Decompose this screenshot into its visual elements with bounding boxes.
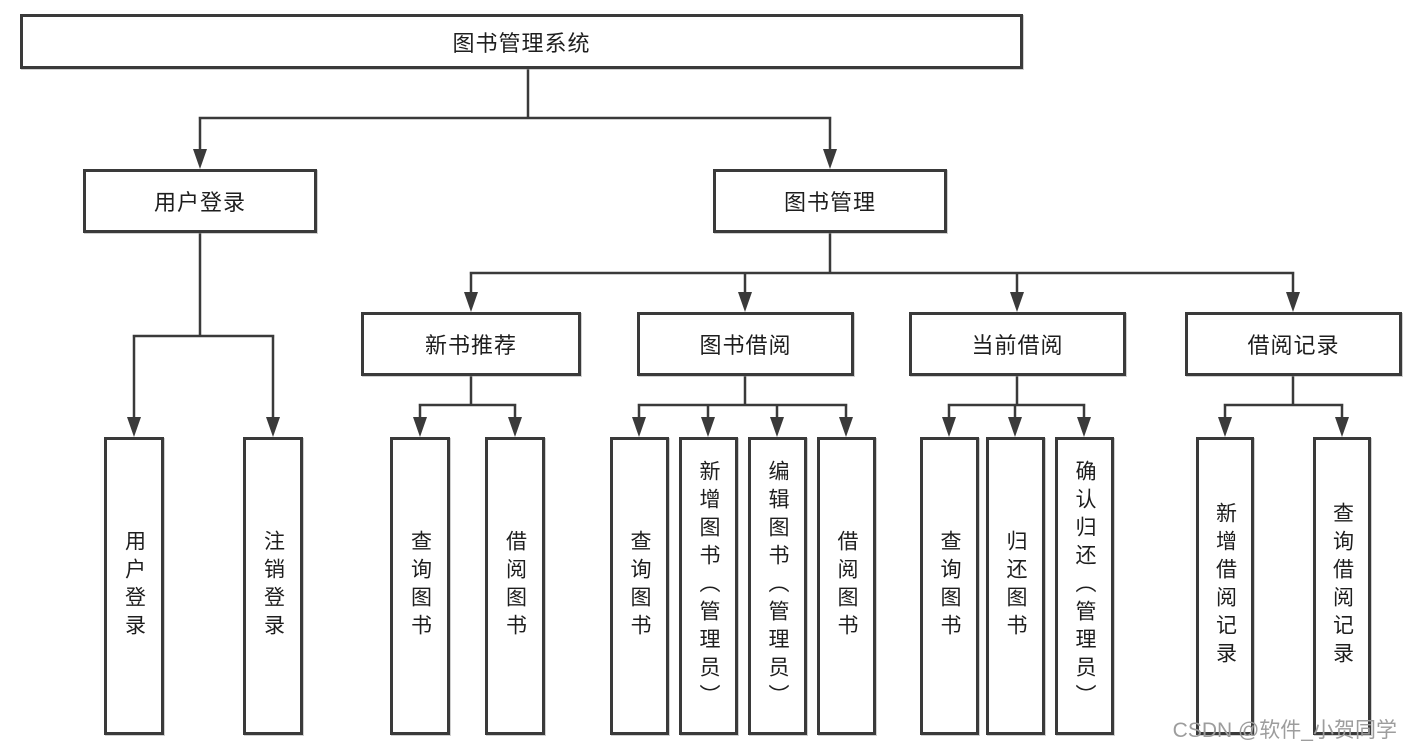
leaf-borrow-borrow: 借阅图书	[817, 437, 876, 735]
leaf-current-return: 归还图书	[986, 437, 1045, 735]
leaf-user-login: 用户登录	[104, 437, 164, 735]
node-root: 图书管理系统	[20, 14, 1023, 69]
node-user-login: 用户登录	[83, 169, 317, 233]
watermark: CSDN @软件_小贺同学	[1172, 719, 1397, 742]
leaf-newbook-borrow: 借阅图书	[485, 437, 545, 735]
node-borrow-record: 借阅记录	[1185, 312, 1402, 376]
leaf-newbook-query: 查询图书	[390, 437, 450, 735]
leaf-record-query: 查询借阅记录	[1313, 437, 1371, 735]
leaf-borrow-add-admin: 新增图书（管理员）	[679, 437, 738, 735]
leaf-current-query: 查询图书	[920, 437, 979, 735]
leaf-current-confirm-admin: 确认归还（管理员）	[1055, 437, 1114, 735]
leaf-record-add: 新增借阅记录	[1196, 437, 1254, 735]
node-new-book-recommend: 新书推荐	[361, 312, 581, 376]
node-book-management: 图书管理	[713, 169, 947, 233]
node-book-borrow: 图书借阅	[637, 312, 854, 376]
leaf-logout: 注销登录	[243, 437, 303, 735]
leaf-borrow-edit-admin: 编辑图书（管理员）	[748, 437, 807, 735]
node-current-borrow: 当前借阅	[909, 312, 1126, 376]
arrowheads	[127, 149, 1349, 437]
leaf-borrow-query: 查询图书	[610, 437, 669, 735]
